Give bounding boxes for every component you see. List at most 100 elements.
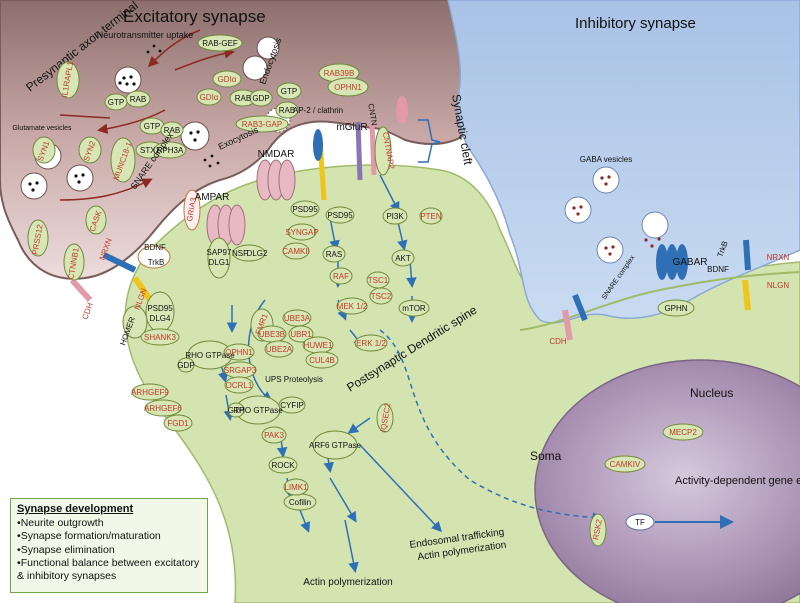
protein-label: AKT [395, 254, 411, 263]
protein-label: PSD95 [147, 304, 173, 313]
ups-proteolysis-label: UPS Proteolysis [265, 375, 323, 384]
protein-label: GDIα [218, 75, 237, 84]
protein-label: RAF [333, 272, 349, 281]
protein-label: RHO GTPase [233, 406, 283, 415]
black-protein-pills [104, 34, 695, 531]
protein-label: RAB-GEF [202, 39, 238, 48]
legend-item: Neurite outgrowth [17, 517, 201, 530]
protein-label: SAP97 [207, 248, 232, 257]
cleft-bracket [418, 119, 441, 163]
inhibitory-postsynaptic-membrane [519, 271, 800, 331]
inhibitory-title: Inhibitory synapse [575, 15, 696, 32]
legend-title: Synapse development [17, 503, 134, 515]
protein-label: mTOR [402, 304, 426, 313]
legend-item: Synapse elimination [17, 544, 201, 557]
protein-label: SHANK3 [144, 333, 177, 342]
protein-label: mGluR [336, 122, 367, 133]
actin-polymerization-label: Actin polymerization [303, 577, 392, 588]
protein-label: OPHN1 [334, 83, 362, 92]
protein-label: TF [635, 518, 645, 527]
protein-label: ARF6 GTPase [309, 441, 362, 450]
mglur-receptor [313, 129, 327, 201]
protein-label: SRGAP3 [224, 366, 257, 375]
red-protein-labels: IL1RAPL1 SYN1 SYN2 MUNC18-1 PRSS12 CTNNB… [30, 60, 789, 540]
protein-label: MECP2 [669, 428, 697, 437]
protein-label: SYNGAP [285, 228, 318, 237]
protein-label: GTP [144, 122, 160, 131]
protein-label: LIMK1 [284, 483, 308, 492]
protein-label: ERK 1/2 [356, 339, 386, 348]
glutamate-vesicles-label: Glutamate vesicles [12, 125, 72, 132]
protein-label: TrkB [148, 258, 165, 267]
protein-label: FGD1 [167, 419, 189, 428]
protein-label: CDH [80, 301, 94, 321]
protein-label: RPH3A [157, 146, 184, 155]
inhibitory-terminal [447, 0, 800, 324]
soma-label: Soma [530, 449, 562, 463]
gaba-vesicles [564, 166, 669, 264]
protein-label: RAB [279, 106, 295, 115]
protein-label: PI3K [386, 212, 404, 221]
protein-label: GDP [252, 94, 269, 103]
red-protein-pills [27, 61, 704, 547]
protein-label: NMDAR [258, 149, 295, 160]
synapse-development-legend: Synapse development Neurite outgrowth Sy… [10, 498, 208, 593]
protein-label: UBE3A [284, 314, 311, 323]
protein-label: PTEN [420, 212, 442, 221]
activity-dependent-label: Activity-dependent gene expression [675, 475, 800, 487]
protein-label: GPHN [664, 304, 687, 313]
protein-label: TSC1 [368, 276, 389, 285]
protein-label: TSC2 [371, 292, 392, 301]
protein-label: RAB [130, 95, 146, 104]
protein-label: GRIA3 [185, 196, 198, 222]
protein-label: NSF [232, 249, 248, 258]
protein-label: DLG4 [150, 314, 171, 323]
protein-label: GDIα [200, 93, 219, 102]
neurotransmitter-uptake-label: Neurotransmitter uptake [97, 30, 194, 40]
protein-label: CDH [549, 337, 567, 346]
protein-label: NLGN [767, 281, 789, 290]
protein-label: RHO GTPase [185, 351, 235, 360]
protein-label: PSD95 [292, 205, 318, 214]
protein-label: DLG1 [209, 258, 230, 267]
protein-label: HUWE1 [304, 341, 333, 350]
protein-label: CYFIP [280, 401, 304, 410]
excitatory-title: Excitatory synapse [123, 7, 266, 26]
protein-label: CAMKII [282, 247, 310, 256]
protein-label: ARHGEF6 [144, 404, 182, 413]
legend-item: Synapse formation/maturation [17, 530, 201, 543]
nmdar-receptor [256, 159, 296, 201]
ampar-receptor [206, 204, 246, 246]
protein-label: RAB39B [324, 69, 355, 78]
protein-label: GTP [281, 87, 297, 96]
protein-label: OPHN1 [225, 348, 253, 357]
nucleus-label: Nucleus [690, 386, 733, 400]
protein-label: RAB [235, 94, 251, 103]
protein-label: GDP [177, 361, 194, 370]
protein-label: MEK 1/2 [337, 302, 368, 311]
gaba-vesicles-label: GABA vesicles [580, 155, 632, 164]
protein-label: PAK3 [264, 431, 284, 440]
protein-label: UBE3B [259, 330, 285, 339]
protein-label: RSK2 [591, 518, 604, 541]
protein-label: RAS [326, 250, 342, 259]
protein-label: Cofilin [289, 498, 311, 507]
protein-label: BDNF [707, 265, 729, 274]
adhesion-molecules [69, 239, 751, 341]
protein-label: BDNF [144, 243, 166, 252]
presynaptic-arrows [59, 29, 235, 201]
protein-label: ROCK [271, 461, 295, 470]
protein-label: AMPAR [195, 192, 230, 203]
protein-label: UBR1 [290, 330, 312, 339]
protein-label: CNTN [366, 103, 379, 127]
protein-label: STX1 [140, 146, 161, 155]
protein-label: GTP [228, 406, 244, 415]
protein-label: OCRL1 [226, 381, 253, 390]
legend-item: Functional balance between excitatory & … [17, 557, 201, 583]
protein-label: RAB [164, 126, 180, 135]
clathrin-label: AP-2 / clathrin [293, 106, 343, 115]
black-protein-labels: RAB-GEF RAB GTP GTP RAB RAB GDP GTP RAB … [108, 39, 730, 527]
protein-label: UBE2A [266, 345, 293, 354]
protein-label: DLG2 [247, 249, 268, 258]
